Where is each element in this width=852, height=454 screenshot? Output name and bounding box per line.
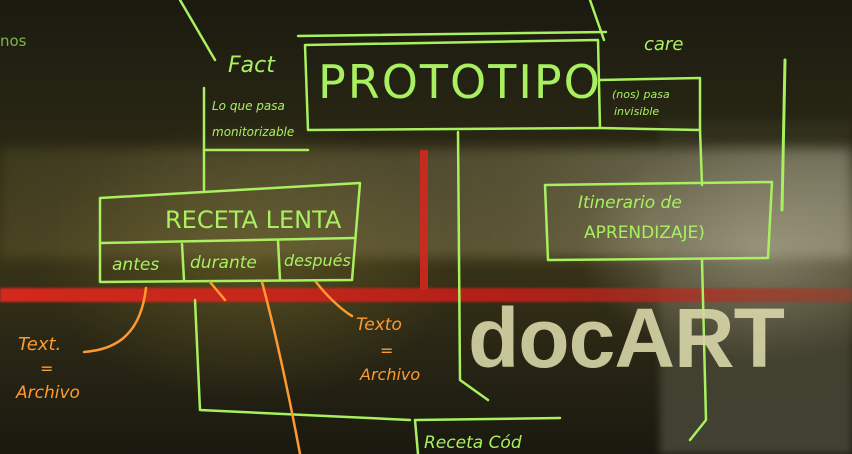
mid-archive-label: Archivo [359,365,420,384]
itinerary-line-1: Itinerario de [578,193,682,213]
orange-arrow-left [82,286,148,354]
orange-text: Text. = Archivo Texto = Archivo [15,315,420,403]
green-text: nos Fact care PROTOTIPO Lo que pasa moni… [0,32,705,453]
green-strokes [98,0,787,454]
bottom-box-left [413,418,420,454]
bottom-box-top [413,416,562,422]
itinerary-box [543,180,774,262]
right-note-line-2: invisible [614,105,659,118]
left-note-line-1: Lo que pasa [212,99,285,113]
prototype-title: PROTOTIPO [318,55,602,109]
orange-strokes [82,280,354,454]
left-note-frame [202,86,310,152]
recipe-cell-before: antes [112,255,159,275]
prototype-down-connector [456,130,490,402]
recipe-title: RECETA LENTA [165,206,342,234]
mid-text-label: Texto [356,315,402,335]
docart-logo: docART [468,291,785,385]
left-archive-label: Archivo [15,383,80,403]
red-vertical-bar [420,150,428,290]
background-haze [660,120,852,454]
left-text-label: Text. [18,334,61,355]
bottom-label: Receta Cód [424,433,522,453]
right-edge-stroke [780,58,787,212]
mid-equals: = [380,341,393,360]
left-note-line-2: monitorizable [212,125,294,139]
recipe-cell-divider-1 [180,242,186,282]
itinerary-line-2: APRENDIZAJE) [584,223,705,243]
left-equals: = [40,359,53,378]
right-down-connector [688,258,708,442]
recipe-divider [98,236,357,245]
bottom-left-connector [193,298,412,422]
recipe-cell-during: durante [190,253,257,273]
top-diagonal [178,0,217,62]
orange-arrow-mid [314,280,354,318]
red-horizontal-bar [0,288,852,302]
corner-text: nos [0,32,27,50]
top-diagonal-2 [588,0,606,42]
prototype-topline [296,30,608,38]
right-connector [698,128,704,187]
orange-tick [208,280,227,302]
right-note-line-1: (nos) pasa [612,88,670,101]
recipe-box [98,181,362,284]
care-label: care [644,34,683,55]
recipe-cell-after: después [284,251,351,270]
right-note-frame [598,76,702,132]
recipe-cell-divider-2 [276,238,282,282]
orange-line-down [260,280,302,454]
fact-label: Fact [228,53,276,78]
